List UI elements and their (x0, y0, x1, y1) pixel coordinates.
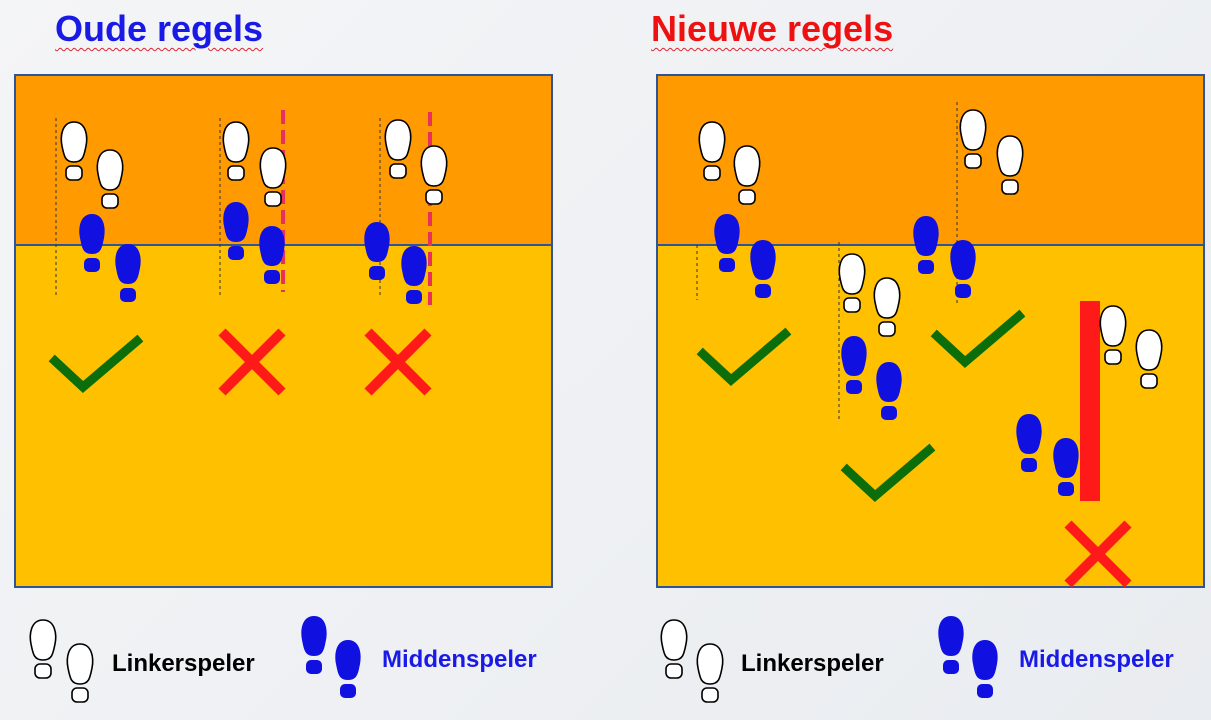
legend-left-player-label: Linkerspeler (112, 650, 255, 677)
legend-left-foot-icon (29, 619, 57, 679)
legend-middle-player-label: Middenspeler (382, 646, 537, 673)
legend-middle-foot-icon (938, 616, 964, 674)
legend-middle-foot-icon (972, 640, 998, 698)
new-rules-panel: Nieuwe regels (611, 0, 1211, 720)
legend-middle-foot-icon (301, 616, 327, 674)
legend-left-foot-icon (696, 643, 724, 703)
new-rules-title: Nieuwe regels (651, 8, 894, 49)
legend-left-foot-icon (660, 619, 688, 679)
old-rules-panel: Oude regels (0, 0, 600, 720)
overlap-bar (1080, 301, 1100, 501)
old-rules-diagram (14, 74, 553, 703)
legend-middle-foot-icon (335, 640, 361, 698)
legend-left-player-label: Linkerspeler (741, 650, 884, 677)
legend-left-foot-icon (66, 643, 94, 703)
legend-middle-player-label: Middenspeler (1019, 646, 1174, 673)
new-rules-diagram (656, 74, 1205, 703)
old-rules-title: Oude regels (55, 8, 264, 49)
